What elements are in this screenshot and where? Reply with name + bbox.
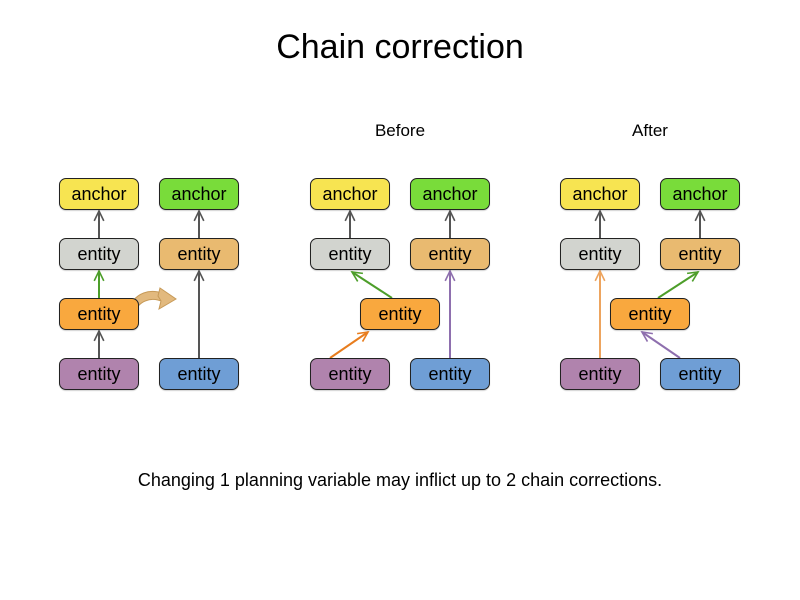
arrowhead <box>686 270 700 282</box>
node-label: entity <box>678 244 722 264</box>
node-l-ent-grey[interactable]: entity <box>59 238 139 270</box>
edge-a-ent-orange-to-a-ent-tan <box>657 270 700 299</box>
node-l-anchor-y[interactable]: anchor <box>59 178 139 210</box>
node-l-anchor-g[interactable]: anchor <box>159 178 239 210</box>
arrowhead <box>594 209 606 222</box>
node-b-ent-grey[interactable]: entity <box>310 238 390 270</box>
arrowhead <box>640 330 653 342</box>
group-label-after: After <box>632 121 668 140</box>
arrowhead <box>93 269 105 282</box>
edge-b-ent-purple-to-b-ent-orange <box>329 330 370 359</box>
node-b-ent-orange[interactable]: entity <box>360 298 440 330</box>
node-label: anchor <box>672 184 728 204</box>
arrowhead <box>444 269 456 282</box>
edge-a-ent-grey-to-a-anchor-y <box>594 209 606 238</box>
edge-b-ent-orange-to-b-ent-grey <box>350 270 393 299</box>
node-l-ent-blue[interactable]: entity <box>159 358 239 390</box>
node-label: anchor <box>422 184 478 204</box>
node-label: entity <box>177 364 221 384</box>
node-a-anchor-y[interactable]: anchor <box>560 178 640 210</box>
node-a-ent-grey[interactable]: entity <box>560 238 640 270</box>
edge-l-ent-orange-to-l-ent-grey <box>93 269 105 298</box>
arrowhead <box>93 329 105 342</box>
node-a-ent-blue[interactable]: entity <box>660 358 740 390</box>
arrowhead <box>444 209 456 222</box>
node-label: entity <box>578 244 622 264</box>
node-label: entity <box>177 244 221 264</box>
arrowhead <box>694 209 706 222</box>
arrowhead <box>193 209 205 222</box>
node-label: entity <box>378 304 422 324</box>
node-label: entity <box>428 364 472 384</box>
move-arrow-head <box>157 287 177 311</box>
arrowhead <box>344 209 356 222</box>
edge-l-ent-grey-to-l-anchor-y <box>93 209 105 238</box>
arrowhead <box>594 269 606 282</box>
node-label: anchor <box>322 184 378 204</box>
node-label: entity <box>328 364 372 384</box>
edge-b-ent-tan-to-b-anchor-g <box>444 209 456 238</box>
diagram-caption: Changing 1 planning variable may inflict… <box>137 470 663 490</box>
arrowhead <box>350 270 364 282</box>
arrowhead <box>193 269 205 282</box>
node-b-ent-blue[interactable]: entity <box>410 358 490 390</box>
group-label-before: Before <box>374 121 426 140</box>
node-label: entity <box>678 364 722 384</box>
arrowhead <box>357 330 370 342</box>
node-label: entity <box>77 244 121 264</box>
node-l-ent-purple[interactable]: entity <box>59 358 139 390</box>
edge-l-ent-purple-to-l-ent-orange <box>93 329 105 358</box>
edge-b-ent-blue-to-b-ent-tan <box>444 269 456 358</box>
node-label: entity <box>578 364 622 384</box>
node-a-anchor-g[interactable]: anchor <box>660 178 740 210</box>
node-b-ent-tan[interactable]: entity <box>410 238 490 270</box>
page-title: Chain correction <box>276 28 524 66</box>
node-a-ent-orange[interactable]: entity <box>610 298 690 330</box>
node-label: entity <box>328 244 372 264</box>
node-b-anchor-y[interactable]: anchor <box>310 178 390 210</box>
node-label: entity <box>428 244 472 264</box>
node-label: entity <box>77 364 121 384</box>
node-label: anchor <box>572 184 628 204</box>
node-a-ent-tan[interactable]: entity <box>660 238 740 270</box>
edge-a-ent-blue-to-a-ent-orange <box>640 330 681 359</box>
node-label: anchor <box>71 184 127 204</box>
node-label: entity <box>628 304 672 324</box>
node-label: entity <box>77 304 121 324</box>
edge-l-ent-blue-to-l-ent-tan <box>193 269 205 358</box>
arrowhead <box>93 209 105 222</box>
node-b-anchor-g[interactable]: anchor <box>410 178 490 210</box>
node-b-ent-purple[interactable]: entity <box>310 358 390 390</box>
node-l-ent-tan[interactable]: entity <box>159 238 239 270</box>
node-a-ent-purple[interactable]: entity <box>560 358 640 390</box>
edge-b-ent-grey-to-b-anchor-y <box>344 209 356 238</box>
node-l-ent-orange[interactable]: entity <box>59 298 139 330</box>
edge-a-ent-purple-to-a-ent-grey <box>594 269 606 358</box>
edge-a-ent-tan-to-a-anchor-g <box>694 209 706 238</box>
edge-l-ent-tan-to-l-anchor-g <box>193 209 205 238</box>
node-label: anchor <box>171 184 227 204</box>
